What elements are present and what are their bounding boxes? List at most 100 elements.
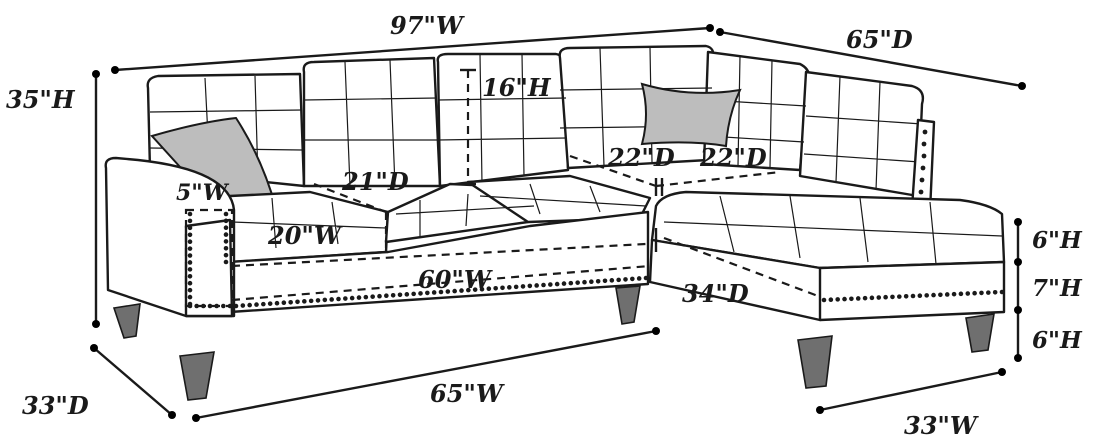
nailhead — [979, 290, 984, 296]
nailhead — [602, 278, 608, 284]
nailhead — [534, 283, 539, 288]
nailhead — [223, 245, 229, 251]
nailhead — [194, 303, 199, 309]
nailhead — [452, 288, 457, 294]
overall-depth-dot-left — [716, 28, 724, 36]
nailhead — [295, 299, 300, 305]
nailhead — [397, 292, 403, 298]
nailhead — [493, 285, 498, 291]
label-overall-width: 97"W — [390, 11, 465, 40]
chaise-cushion-top — [650, 190, 1006, 270]
overall-depth-line — [719, 30, 1023, 88]
chaise-width-dot-left — [816, 406, 824, 414]
label-arm-width: 5"W — [176, 180, 230, 206]
label-seat-width: 20"W — [267, 221, 343, 250]
sofa-width-dot-left — [192, 414, 200, 422]
nailhead — [223, 259, 229, 265]
nailhead — [274, 300, 280, 306]
nailhead — [329, 297, 334, 302]
nailhead — [187, 287, 193, 293]
nailhead — [910, 293, 916, 299]
right-height-dot-3 — [1014, 306, 1022, 314]
sofa-width-dot-right — [652, 327, 660, 335]
overall-width-dot-left — [111, 66, 119, 74]
nailhead — [609, 278, 615, 283]
seat-tufting — [231, 183, 647, 249]
overall-height-dot-top — [92, 70, 100, 78]
right-height-dot-4 — [1014, 354, 1022, 362]
nailhead — [187, 246, 193, 251]
nailhead — [431, 290, 437, 295]
nailhead — [883, 294, 888, 300]
label-seat-depth: 21"D — [341, 167, 409, 196]
nailhead — [187, 232, 193, 238]
dimension-lines — [90, 24, 1026, 422]
nailhead — [187, 274, 193, 279]
nailhead — [828, 297, 834, 302]
nailhead — [944, 292, 950, 297]
guide-ticks — [460, 68, 664, 252]
nailhead — [931, 292, 936, 298]
sofa-depth-dot-top — [90, 344, 98, 352]
nailhead — [472, 287, 478, 292]
back-cushion-6 — [798, 70, 925, 198]
nailhead — [315, 298, 321, 303]
label-overall-depth: 65"D — [846, 25, 913, 54]
label-back-height: 16"H — [482, 73, 552, 102]
nailhead — [568, 280, 574, 286]
nailhead — [595, 278, 601, 284]
nailhead — [438, 289, 444, 295]
nailhead — [582, 279, 587, 285]
nailhead — [986, 290, 991, 295]
nailhead — [187, 280, 193, 286]
nailhead — [187, 225, 193, 231]
label-leg-height: 6"H — [1032, 327, 1083, 354]
guide-corner-left — [569, 154, 657, 188]
nailhead — [849, 296, 854, 302]
nailhead — [254, 302, 259, 307]
nailhead — [527, 283, 533, 289]
label-overall-height: 35"H — [6, 85, 76, 114]
nailhead — [322, 297, 328, 303]
nailhead — [548, 282, 553, 287]
seat-cushion-3 — [466, 174, 652, 224]
nailhead — [411, 291, 416, 297]
nailhead — [308, 298, 314, 304]
label-corner-depth-left: 22"D — [607, 143, 675, 172]
right-height-dot-2 — [1014, 258, 1022, 266]
nailhead — [575, 280, 580, 285]
nailhead — [187, 253, 193, 258]
nailhead — [221, 303, 226, 309]
sofa-nailhead-row — [233, 275, 649, 309]
nailhead — [445, 289, 451, 294]
nailhead — [623, 277, 628, 282]
nailhead — [890, 294, 895, 300]
overall-width-line — [114, 26, 711, 72]
nailhead — [288, 299, 293, 305]
nailhead — [992, 290, 998, 295]
nailhead — [187, 267, 193, 272]
overall-height-dot-bottom — [92, 320, 100, 328]
nailhead — [223, 239, 229, 244]
leg-back-left — [112, 303, 141, 339]
nailhead — [636, 276, 642, 281]
nailhead — [500, 285, 505, 291]
nailhead — [207, 303, 213, 309]
leg-chaise-front — [797, 335, 833, 389]
chaise-nailhead-row — [821, 289, 1005, 303]
nailhead — [903, 294, 909, 299]
nailhead — [302, 299, 307, 304]
nailhead — [630, 276, 635, 282]
nailhead — [187, 239, 193, 244]
nailhead — [281, 300, 287, 306]
nailhead — [876, 295, 882, 300]
back-cushion-2 — [302, 56, 442, 188]
pillow-right — [640, 82, 742, 148]
nailhead — [267, 301, 273, 306]
nailhead — [855, 296, 861, 301]
nailhead — [541, 282, 546, 288]
label-sofa-width: 65"W — [430, 379, 505, 408]
nailhead — [972, 290, 977, 296]
nailhead — [842, 296, 847, 302]
label-sofa-depth: 33"D — [22, 391, 89, 420]
